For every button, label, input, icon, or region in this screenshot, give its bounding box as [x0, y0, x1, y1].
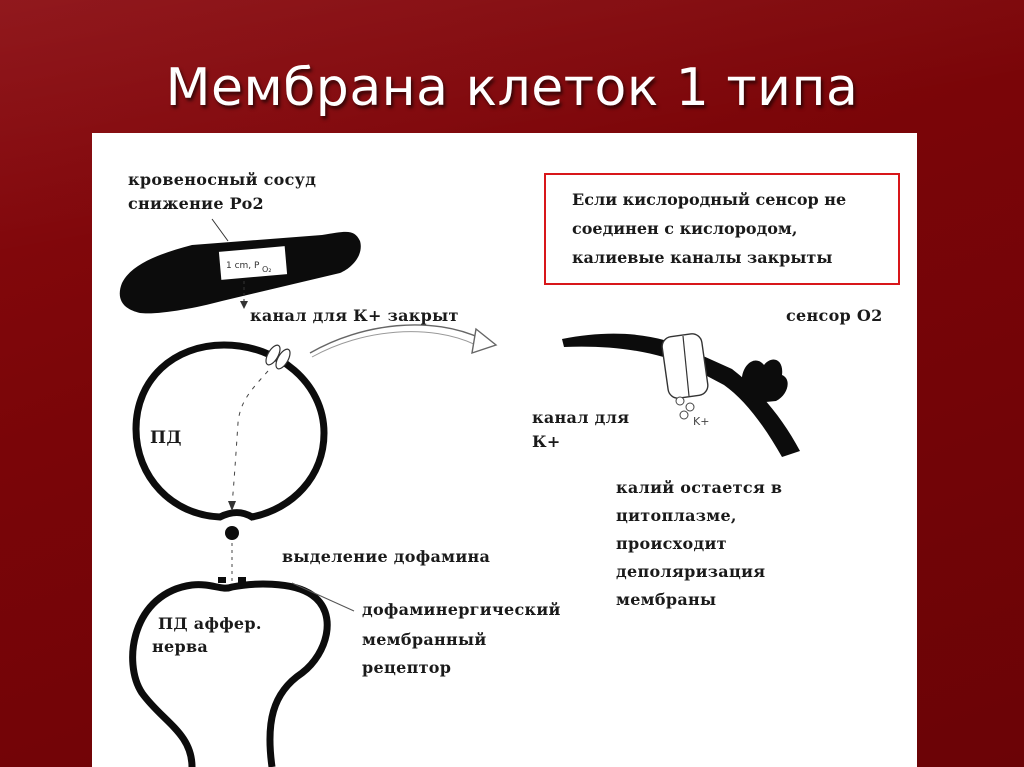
- vessel-inner-label: 1 cm, P: [226, 261, 260, 271]
- receptor-label-line3: рецептор: [362, 658, 452, 677]
- pd-label: ПД: [150, 428, 182, 448]
- note-box: Если кислородный сенсор не соединен с ки…: [544, 173, 900, 285]
- membrane-k-channel-right: [275, 348, 291, 370]
- result-line-5: мембраны: [616, 590, 717, 609]
- curved-transition-arrow-inner: [311, 331, 477, 358]
- afferent-pd-label: ПД аффер.: [158, 614, 262, 633]
- result-line-2: цитоплазме,: [616, 506, 737, 525]
- vessel-inner-subscript: O₂: [262, 265, 272, 274]
- dopamine-vesicle: [225, 526, 239, 540]
- vessel-pointer-line: [211, 218, 229, 242]
- note-line-3: калиевые каналы закрыты: [572, 248, 833, 267]
- diagram-panel: 1 cm, P O₂ K+ кровеносн: [92, 133, 917, 767]
- k-channel-divider: [682, 335, 690, 397]
- channel-closed-label: канал для К+ закрыт: [250, 306, 459, 325]
- k-channel-label-line1: канал для: [532, 408, 630, 427]
- po2-decrease-label: снижение Po2: [128, 194, 264, 213]
- type1-cell-outline: [132, 341, 328, 521]
- afferent-nerve-outline: [129, 580, 331, 767]
- k-channel-label-line2: К+: [532, 432, 561, 451]
- vessel-down-arrow-head: [240, 301, 248, 309]
- signal-arrow-head: [228, 501, 236, 511]
- diagram-graphics: 1 cm, P O₂ K+: [119, 218, 800, 767]
- result-line-4: деполяризация: [616, 562, 766, 581]
- receptor-label-line2: мембранный: [362, 630, 487, 649]
- k-channel-body: [661, 333, 709, 399]
- note-line-2: соединен с кислородом,: [572, 219, 798, 238]
- vessel-label: кровеносный сосуд: [128, 170, 317, 189]
- oxygen-sensor-shape: [740, 359, 788, 403]
- note-line-1: Если кислородный сенсор не: [572, 190, 847, 209]
- k-ion-3: [679, 410, 689, 420]
- signal-dashed-path: [231, 370, 269, 506]
- curved-transition-arrow: [309, 324, 483, 354]
- afferent-nerve-label: нерва: [152, 637, 209, 656]
- receptor-mark-left: [218, 577, 226, 583]
- slide-title: Мембрана клеток 1 типа: [165, 58, 859, 118]
- vessel-inner-window: [218, 246, 288, 280]
- membrane-k-channel-left: [265, 344, 281, 366]
- receptor-mark-right: [238, 577, 246, 583]
- k-plus-small-label: K+: [693, 415, 709, 428]
- curved-transition-arrow-head: [471, 327, 498, 355]
- k-ion-1: [675, 396, 685, 406]
- result-line-1: калий остается в: [616, 478, 783, 497]
- receptor-label-line1: дофаминергический: [362, 600, 561, 619]
- result-line-3: происходит: [616, 534, 727, 553]
- k-ion-2: [685, 402, 695, 412]
- dopamine-release-label: выделение дофамина: [282, 547, 491, 566]
- receptor-pointer-line: [291, 582, 355, 612]
- o2-sensor-label: сенсор О2: [786, 306, 883, 325]
